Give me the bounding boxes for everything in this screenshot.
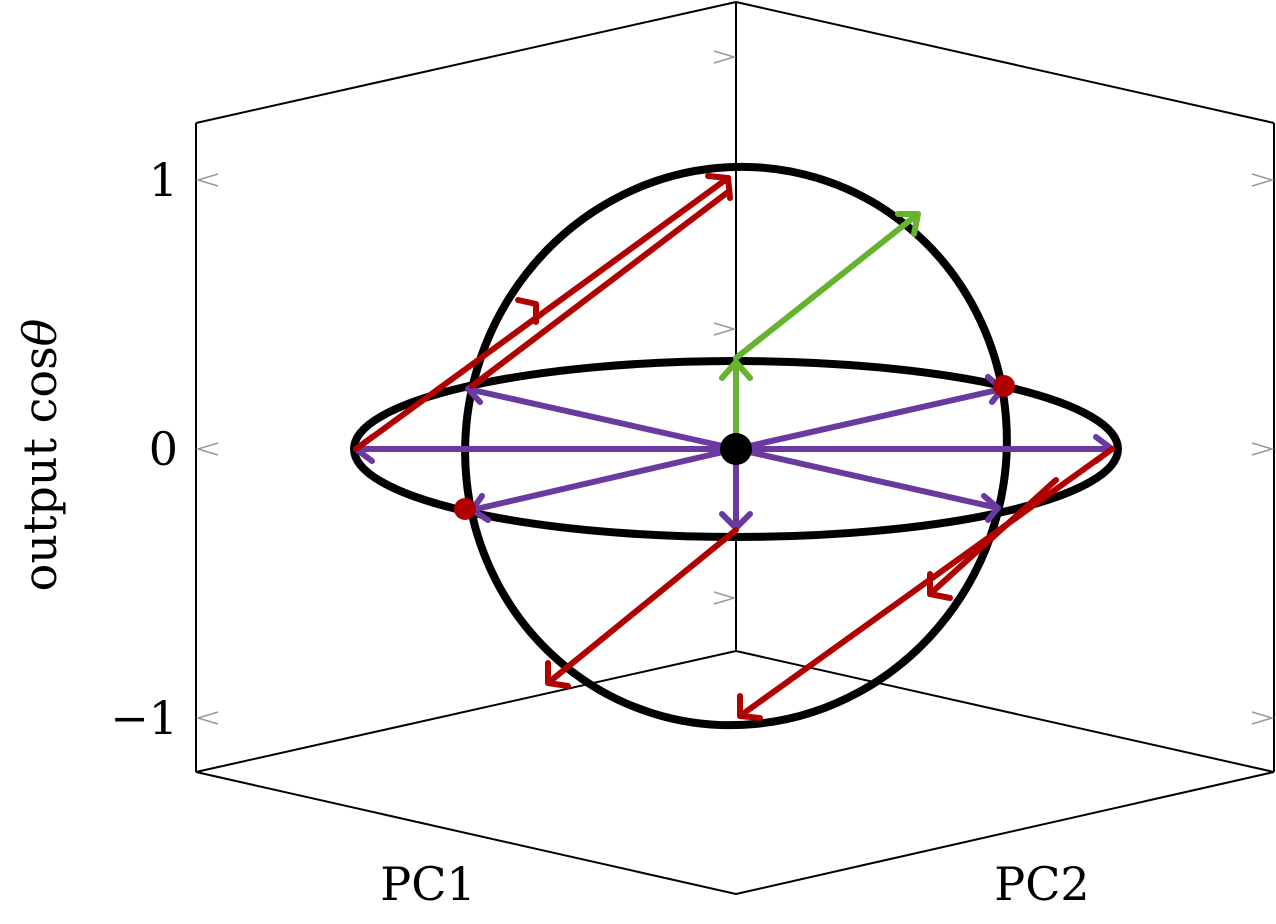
- z-tick-mark: [195, 173, 219, 187]
- z-tick-mark: [713, 50, 737, 64]
- z-ticks: [195, 50, 1275, 725]
- box-edge: [195, 771, 737, 895]
- red-vectors: [353, 173, 1115, 721]
- tilted-circle: [461, 162, 1011, 730]
- green-vector-diag: [733, 211, 921, 361]
- z-tick-label-0: 0: [149, 422, 178, 476]
- purple-arrowhead: [981, 493, 1001, 523]
- box-edge: [195, 650, 737, 773]
- z-axis-label: output cosθ: [13, 319, 67, 592]
- red-arrowhead: [737, 693, 763, 721]
- purple-vector: [469, 446, 739, 513]
- box-edge: [735, 771, 1275, 895]
- red-vector: [469, 189, 731, 389]
- red-vector: [353, 175, 731, 452]
- purple-vector: [733, 446, 1001, 511]
- z-tick-label-1: 1: [149, 153, 178, 207]
- z-tick-mark: [713, 322, 737, 336]
- box-edge: [735, 1, 1275, 124]
- red-vector: [927, 477, 1059, 597]
- red-point-right: [993, 375, 1015, 397]
- z-tick-label-minus1: −1: [110, 691, 178, 745]
- purple-vector: [733, 386, 1005, 452]
- z-tick-mark: [195, 711, 219, 725]
- red-arrowhead: [545, 660, 571, 689]
- green-arrowhead: [895, 211, 921, 237]
- red-arrowhead: [927, 571, 953, 601]
- red-vector: [737, 446, 1115, 719]
- box-edge: [195, 1, 737, 124]
- red-arrowhead: [515, 297, 539, 325]
- z-axis-label-text: output cos: [13, 346, 67, 591]
- z-tick-mark: [713, 591, 737, 605]
- z-axis-label-symbol: θ: [13, 319, 67, 347]
- origin-point: [720, 433, 752, 465]
- z-tick-mark: [195, 442, 219, 456]
- axis-box: [195, 1, 1275, 895]
- red-vector: [545, 527, 739, 686]
- green-arrowhead: [719, 359, 753, 381]
- z-tick-mark: [1251, 442, 1275, 456]
- z-tick-mark: [1251, 173, 1275, 187]
- y-axis-label: PC2: [994, 857, 1089, 911]
- purple-vector: [465, 386, 739, 452]
- box-edge: [735, 650, 1275, 773]
- x-axis-label: PC1: [380, 857, 475, 911]
- red-point-left: [454, 498, 476, 520]
- z-tick-mark: [1251, 711, 1275, 725]
